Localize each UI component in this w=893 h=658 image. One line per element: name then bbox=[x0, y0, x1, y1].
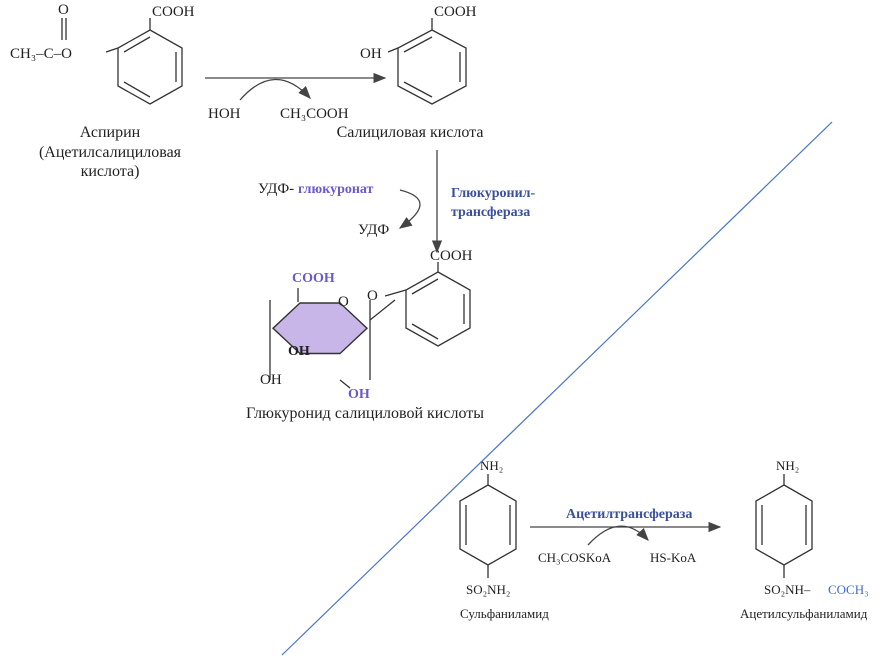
glucuronide-ring-o-label: O bbox=[338, 294, 349, 310]
acetylsulfanilamide-name: Ацетилсульфаниламид bbox=[740, 606, 868, 621]
glucuronyltransferase-label-line2: трансфераза bbox=[451, 205, 530, 220]
aspirin-cooh-label: COOH bbox=[152, 4, 195, 20]
glucuronic-acid-ring bbox=[271, 302, 369, 355]
glucuronidation-arrow: УДФ- глюкуронат УДФ Глюкуронил- трансфер… bbox=[258, 150, 536, 254]
glucuronyltransferase-label: Глюкуронил- bbox=[451, 186, 536, 201]
sulfanilamide-name: Сульфаниламид bbox=[460, 606, 549, 621]
glucuronide-name: Глюкуронид салициловой кислоты bbox=[246, 405, 484, 422]
acetylsulfanilamide-so2nh-label: SO₂NH– bbox=[764, 582, 811, 597]
aspirin-carbonyl-o-label: O bbox=[58, 2, 69, 18]
glucuronide-structure: COOH O OH OH OH O COOH Глюкуронид салици… bbox=[246, 248, 484, 422]
aspirin-name-line3: кислота) bbox=[81, 163, 140, 180]
salicylic-acid-name: Салициловая кислота bbox=[337, 124, 484, 141]
aspirin-acetyl-label: CH₃–C–O bbox=[10, 46, 72, 62]
glucuronide-link-o-label: O bbox=[367, 288, 378, 304]
hydrolysis-arrow: НОН CH₃COOH bbox=[205, 72, 387, 122]
acetylsulfanilamide-nh2-label: NH₂ bbox=[776, 458, 799, 473]
water-label: НОН bbox=[208, 106, 241, 122]
diagonal-divider-line bbox=[281, 121, 833, 656]
coa-sh-label: HS-KoA bbox=[650, 550, 697, 565]
aspirin-structure: COOH O CH₃–C–O Аспирин (Ацетилсалицилова… bbox=[10, 2, 195, 180]
acetylsulfanilamide-benzene-ring bbox=[755, 484, 813, 566]
acetyltransferase-label: Ацетилтрансфераза bbox=[566, 507, 692, 522]
udp-label: УДФ bbox=[358, 222, 389, 238]
glucuronide-benzene-ring bbox=[405, 271, 471, 347]
aspirin-name-line2: (Ацетилсалициловая bbox=[39, 144, 182, 161]
salicylic-benzene-ring bbox=[397, 29, 467, 105]
glucuronide-benzene-cooh-label: COOH bbox=[430, 248, 473, 264]
acetylsulfanilamide-structure: NH₂ SO₂NH– COCH₃ Ацетилсульфаниламид bbox=[740, 458, 869, 621]
aspirin-name: Аспирин bbox=[80, 124, 141, 141]
sulfanilamide-benzene-ring bbox=[459, 484, 517, 566]
sulfanilamide-nh2-label: NH₂ bbox=[480, 458, 503, 473]
acetic-acid-label: CH₃COOH bbox=[280, 106, 349, 122]
glucuronide-oh-1-label: OH bbox=[288, 344, 310, 359]
udp-prefix-label: УДФ- bbox=[258, 181, 294, 197]
sulfanilamide-structure: NH₂ SO₂NH₂ Сульфаниламид bbox=[459, 458, 549, 621]
glucuronide-oh-2-label: OH bbox=[260, 372, 282, 388]
glucuronide-ring-cooh-label: COOH bbox=[292, 271, 335, 286]
acetylsulfanilamide-coch3-label: COCH₃ bbox=[828, 582, 869, 597]
acetyl-coa-label: CH₃COSKoA bbox=[538, 550, 612, 565]
salicylic-cooh-label: COOH bbox=[434, 4, 477, 20]
acetylation-arrow: Ацетилтрансфераза CH₃COSKoA HS-KoA bbox=[530, 507, 722, 565]
salicylic-acid-structure: COOH OH Салициловая кислота bbox=[337, 4, 484, 141]
sulfanilamide-so2nh2-label: SO₂NH₂ bbox=[466, 582, 510, 597]
udp-glucuronate-label: глюкуронат bbox=[298, 182, 374, 197]
glucuronide-oh-3-label: OH bbox=[348, 387, 370, 402]
salicylic-oh-label: OH bbox=[360, 46, 382, 62]
aspirin-benzene-ring bbox=[117, 29, 183, 105]
